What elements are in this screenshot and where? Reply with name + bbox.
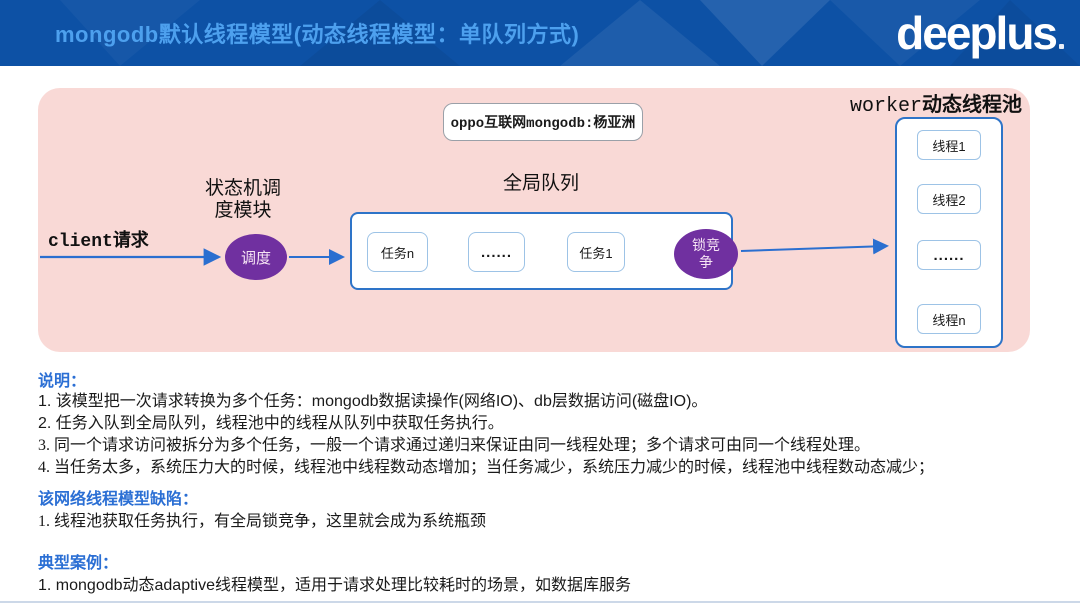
case-heading: 典型案例： xyxy=(38,555,119,572)
page-title: mongodb默认线程模型(动态线程模型：单队列方式) xyxy=(55,22,580,47)
task-box-1: 任务1 xyxy=(567,232,625,272)
note-item: 3. 同一个请求访问被拆分为多个任务，一般一个请求通过递归来保证由同一线程处理；… xyxy=(38,437,871,454)
worker-pool-title-mono: worker xyxy=(850,95,923,118)
deeplus-logo: deeplus xyxy=(896,2,1064,64)
global-queue-title: 全局队列 xyxy=(502,173,579,194)
thread-box-2: 线程2 xyxy=(917,184,981,214)
worker-pool-title-cn: 动态线程池 xyxy=(922,94,1023,116)
notes-heading: 说明： xyxy=(38,373,87,390)
task-box-n: 任务n xyxy=(367,232,428,272)
header-bar: mongodb默认线程模型(动态线程模型：单队列方式) deeplus xyxy=(0,0,1080,66)
case-item: 1. mongodb动态adaptive线程模型，适用于请求处理比较耗时的场景，… xyxy=(38,577,632,594)
client-request-label: client请求 xyxy=(48,226,149,252)
dispatch-label: 调度 xyxy=(240,249,271,267)
lock-label-line2: 争 xyxy=(699,254,713,270)
worker-pool-title: worker动态线程池 xyxy=(850,88,1022,118)
lock-contention-ellipse: 锁竞 争 xyxy=(674,229,738,279)
defect-item: 1. 线程池获取任务执行，有全局锁竞争，这里就会成为系统瓶颈 xyxy=(38,513,487,530)
lock-label-line1: 锁竞 xyxy=(692,237,720,253)
scheduler-label-line2: 度模块 xyxy=(214,200,272,221)
scheduler-label-line1: 状态机调 xyxy=(204,178,281,199)
thread-box-n: 线程n xyxy=(917,304,981,334)
thread-box-1: 线程1 xyxy=(917,130,981,160)
bottom-divider xyxy=(0,601,1080,603)
note-item: 2. 任务入队到全局队列，线程池中的线程从队列中获取任务执行。 xyxy=(38,415,504,432)
note-item: 1. 该模型把一次请求转换为多个任务：mongodb数据读操作(网络IO)、db… xyxy=(38,393,708,410)
note-item: 4. 当任务太多，系统压力大的时候，线程池中线程数动态增加；当任务减少，系统压力… xyxy=(38,459,935,476)
worker-pool-box: 线程1 线程2 ...... 线程n xyxy=(895,117,1003,348)
client-label-cn: 请求 xyxy=(112,230,149,250)
task-box-dots: ...... xyxy=(468,232,525,272)
thread-box-dots: ...... xyxy=(917,240,981,270)
watermark-box: oppo互联网mongodb:杨亚洲 xyxy=(443,103,643,141)
defect-heading: 该网络线程模型缺陷： xyxy=(38,491,199,508)
scheduler-label: 状态机调 度模块 xyxy=(193,178,293,222)
dispatch-ellipse: 调度 xyxy=(225,234,287,280)
diagram-panel: oppo互联网mongodb:杨亚洲 全局队列 状态机调 度模块 client请… xyxy=(38,88,1030,352)
client-label-mono: client xyxy=(48,232,113,252)
